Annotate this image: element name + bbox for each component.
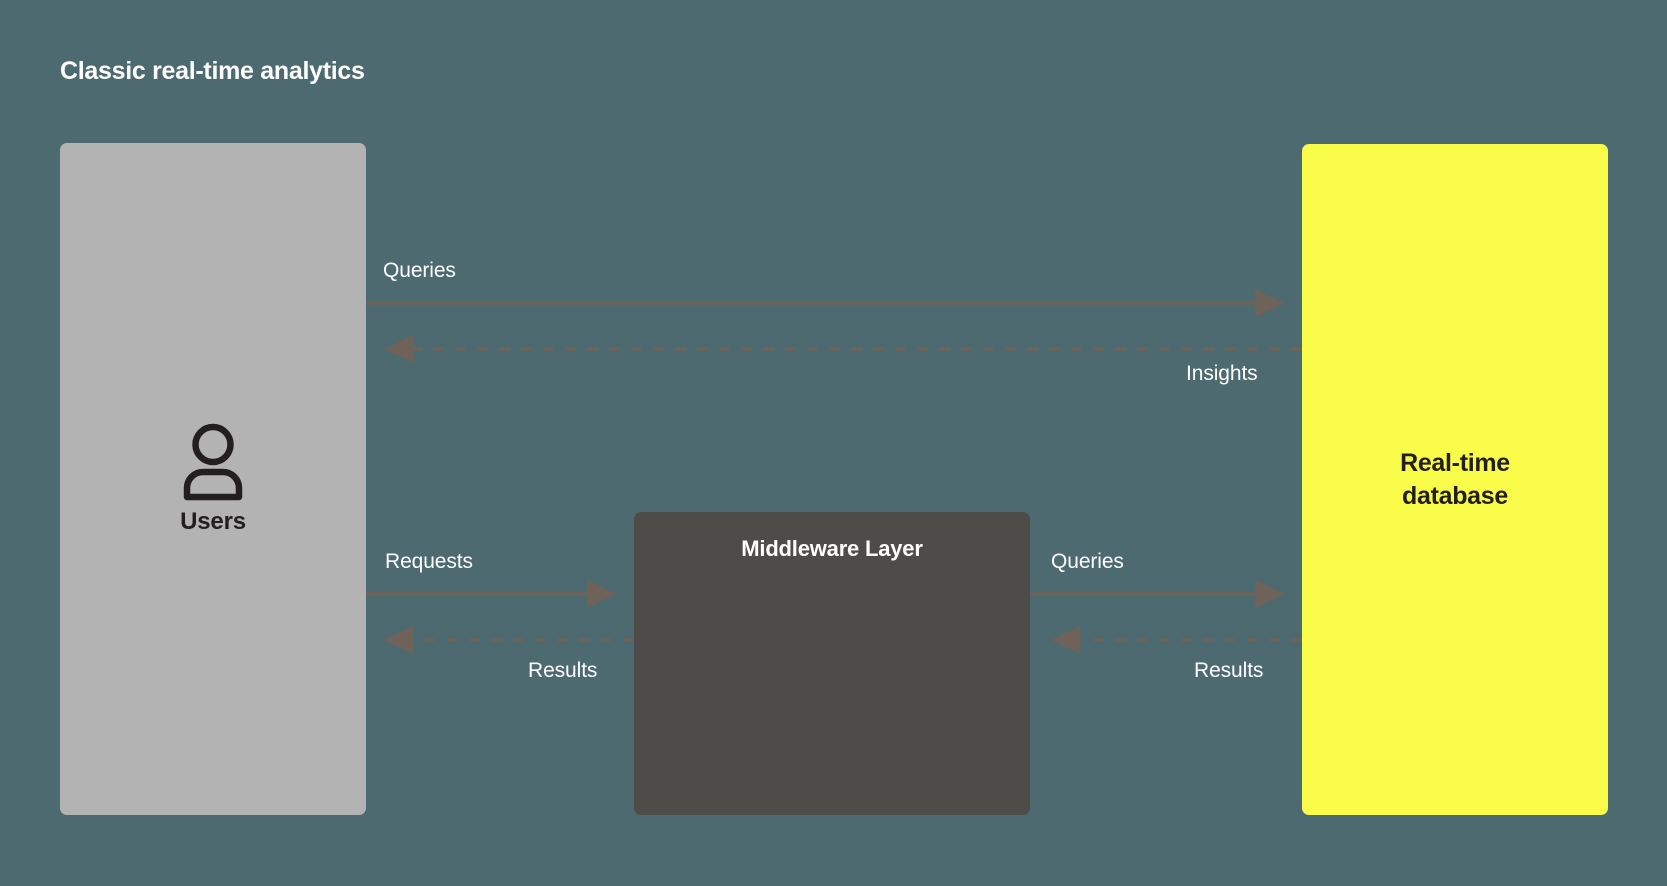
database-label-line1: Real-time: [1400, 448, 1510, 477]
edge-label-insights: Insights: [1186, 362, 1258, 385]
middleware-node-label: Middleware Layer: [741, 536, 923, 561]
database-label-line2: database: [1402, 481, 1508, 510]
page-title: Classic real-time analytics: [60, 57, 365, 85]
database-node-label: Real-time database: [1302, 447, 1608, 513]
edge-label-queries-mid: Queries: [1051, 550, 1124, 573]
node-database[interactable]: Real-time database: [1302, 144, 1608, 815]
node-middleware[interactable]: Middleware Layer: [634, 512, 1030, 815]
edge-label-queries-top: Queries: [383, 259, 456, 282]
edge-label-requests: Requests: [385, 550, 473, 573]
users-node-label: Users: [180, 508, 246, 535]
node-users[interactable]: Users: [60, 143, 366, 815]
edge-label-results-left: Results: [528, 659, 598, 682]
edge-label-results-right: Results: [1194, 659, 1264, 682]
users-node-content: Users: [60, 422, 366, 536]
user-icon: [183, 423, 243, 501]
